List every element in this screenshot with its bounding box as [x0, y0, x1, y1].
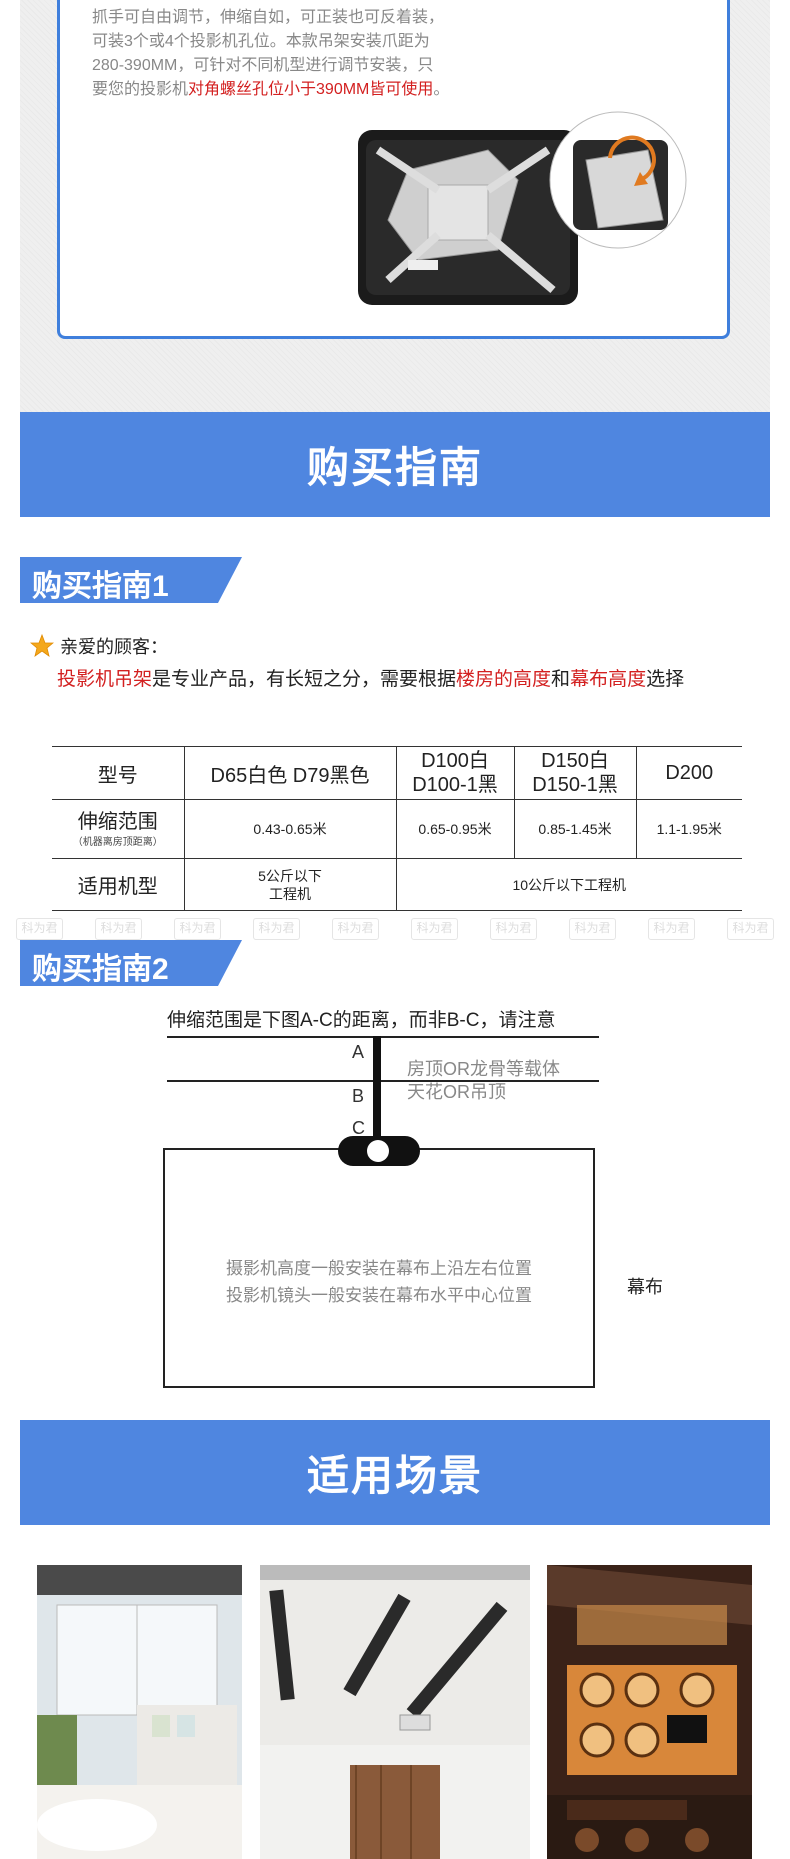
projector-mount: [338, 1136, 420, 1166]
screen-text-1: 摄影机高度一般安装在幕布上沿左右位置: [226, 1259, 532, 1278]
diagram-note: 伸缩范围是下图A-C的距离，而非B-C，请注意: [167, 1010, 556, 1031]
table-row-range: 伸缩范围（机器离房顶距离） 0.43-0.65米 0.65-0.95米 0.85…: [52, 799, 742, 859]
point-a-label: A: [352, 1042, 365, 1062]
cell-range-d100: 0.65-0.95米: [396, 799, 515, 859]
intro-line-2: 可装3个或4个投影机孔位。本款吊架安装爪距为: [92, 33, 430, 50]
cell-fit-d65: 5公斤以下工程机: [184, 858, 397, 911]
projection-screen: 摄影机高度一般安装在幕布上沿左右位置 投影机镜头一般安装在幕布水平中心位置: [163, 1148, 595, 1388]
product-feature-text: 抓手可自由调节，伸缩自如，可正装也可反着装， 可装3个或4个投影机孔位。本款吊架…: [92, 6, 572, 102]
watermark-strip: 科为君科为君科为君科为君科为君科为君科为君科为君科为君科为君: [0, 918, 790, 940]
cell-range-d150: 0.85-1.45米: [514, 799, 637, 859]
cell-model-d65: D65白色 D79黑色: [184, 746, 397, 800]
point-c-label: C: [352, 1118, 365, 1138]
guide2-tag-label: 购买指南2: [32, 953, 169, 986]
buy-guide-banner-title: 购买指南: [306, 444, 483, 491]
intro-highlight: 对角螺丝孔位小于390MM皆可使用: [188, 81, 434, 98]
cell-fit-others: 10公斤以下工程机: [396, 858, 742, 911]
greeting-text: 亲爱的顾客：: [60, 637, 168, 657]
scene-image-ktv: [547, 1565, 752, 1859]
guide1-description: 投影机吊架是专业产品，有长短之分，需要根据楼房的高度和幕布高度选择: [57, 669, 685, 690]
cell-range-d65: 0.43-0.65米: [184, 799, 397, 859]
guide2-tag: 购买指南2: [20, 940, 242, 986]
point-b-label: B: [352, 1086, 365, 1106]
projector-mount-image: [358, 111, 687, 305]
guide1-tag-label: 购买指南1: [32, 570, 169, 603]
screen-text-2: 投影机镜头一般安装在幕布水平中心位置: [226, 1286, 532, 1305]
mount-lens-icon: [367, 1140, 389, 1162]
table-row-fit: 适用机型 5公斤以下工程机 10公斤以下工程机: [52, 858, 742, 911]
scene-image-office: [260, 1565, 530, 1859]
cell-fit-label: 适用机型: [52, 858, 185, 911]
cell-model-d200: D200: [636, 746, 742, 800]
scene-image-bedroom: [37, 1565, 242, 1859]
screen-label: 幕布: [627, 1277, 663, 1297]
ceiling-line-b: [167, 1080, 599, 1082]
guide1-tag-shape: [20, 557, 242, 603]
scenes-banner-title: 适用场景: [306, 1452, 483, 1499]
intro-line-4: 要您的投影机对角螺丝孔位小于390MM皆可使用。: [92, 81, 450, 98]
mount-pole: [373, 1036, 381, 1136]
guide2-tag-shape: [20, 940, 242, 986]
ceiling-line-a: [167, 1036, 599, 1038]
cell-model-label: 型号: [52, 746, 185, 800]
label-roof: 房顶OR龙骨等载体: [407, 1059, 560, 1079]
greeting: 亲爱的顾客：: [30, 633, 168, 659]
guide1-tag: 购买指南1: [20, 557, 242, 603]
intro-line-1: 抓手可自由调节，伸缩自如，可正装也可反着装，: [92, 9, 445, 26]
cell-range-d200: 1.1-1.95米: [636, 799, 742, 859]
buy-guide-banner: 购买指南: [20, 412, 770, 517]
cell-range-label: 伸缩范围（机器离房顶距离）: [52, 799, 185, 859]
scenes-banner: 适用场景: [20, 1420, 770, 1525]
label-ceiling: 天花OR吊顶: [407, 1082, 506, 1102]
star-icon: [30, 634, 54, 657]
intro-line-3: 280-390MM，可针对不同机型进行调节安装，只: [92, 57, 434, 74]
